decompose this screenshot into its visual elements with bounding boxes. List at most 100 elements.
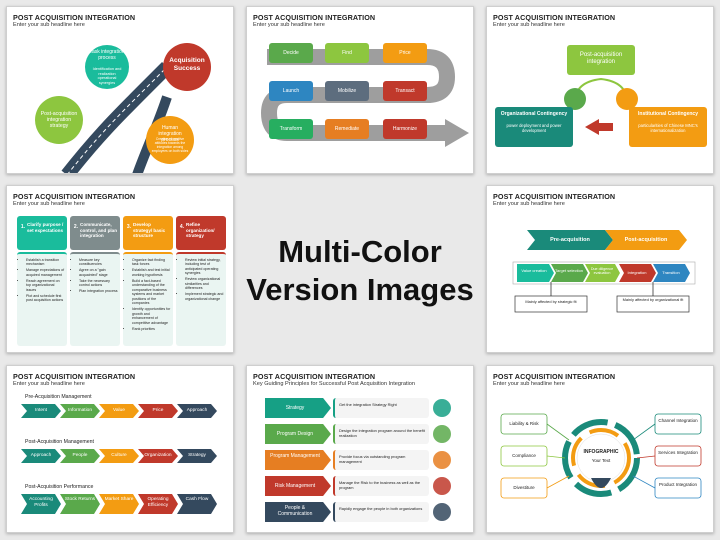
- step-label: Find: [342, 50, 352, 56]
- principle-description-box: Provide focus via outstanding program ma…: [333, 450, 429, 470]
- chevron-row1-3: Price: [138, 404, 178, 418]
- bullet-item: Reach agreement on top organizational is…: [26, 279, 65, 292]
- principle-icon: [433, 399, 451, 417]
- column-body: Review initial strategy, including test …: [176, 252, 226, 346]
- column-body: Organize fact finding task forcesEstabli…: [123, 252, 173, 346]
- bullet-item: Implement strategic and organizational c…: [185, 292, 224, 301]
- slide-subheadline: Enter your sub headline here: [493, 22, 565, 28]
- step-box-transact: Transact: [383, 81, 427, 101]
- chevron-label: People: [72, 453, 88, 458]
- chevron-row2-4: Strategy: [177, 449, 217, 463]
- slide-subheadline: Enter your sub headline here: [493, 381, 565, 387]
- bullet-item: Take the necessary control actions: [79, 279, 118, 288]
- chevron-row3-4: Cash Flow: [177, 494, 217, 514]
- step-box-launch: Launch: [269, 81, 313, 101]
- column-title: Clarify purpose / set expectations: [27, 222, 64, 233]
- slide-thumbnail-2[interactable]: POST ACQUISITION INTEGRATION Enter your …: [246, 6, 474, 174]
- slide-title: POST ACQUISITION INTEGRATION: [493, 192, 616, 201]
- bullet-item: Review organizational similarities and d…: [185, 277, 224, 290]
- road-graphic: [35, 43, 211, 173]
- chevron-label: Organization: [144, 453, 172, 458]
- slide-subheadline: Enter your sub headline here: [253, 22, 325, 28]
- slide-thumbnail-7[interactable]: POST ACQUISITION INTEGRATION Key Guiding…: [246, 365, 474, 533]
- column-bullets: Measure key constituenciesAgree on a "ga…: [74, 258, 118, 295]
- note-organizational-fit: Mainly affected by organizational fit: [622, 297, 684, 302]
- chevron-label: Cash Flow: [185, 497, 209, 502]
- column-header: 3.Develop strategy/ basic structure: [123, 216, 173, 250]
- chevron-label: Intent: [34, 408, 47, 413]
- column-title: Communicate, control, and plan integrati…: [80, 222, 118, 238]
- chevron-row1-4: Approach: [177, 404, 217, 418]
- column-bullets: Establish a transition mechanismManage e…: [21, 258, 65, 304]
- column-body: Measure key constituenciesAgree on a "ga…: [70, 252, 120, 346]
- step-value-creation: Value creation: [521, 268, 547, 273]
- slide-subheadline: Enter your sub headline here: [13, 201, 85, 207]
- chevron-label: Culture: [111, 453, 127, 458]
- slide-thumbnail-1[interactable]: POST ACQUISITION INTEGRATION Enter your …: [6, 6, 234, 174]
- contingency-diagram: [495, 45, 707, 147]
- column-title: Develop strategy/ basic structure: [133, 222, 166, 238]
- chevron-row2-3: Organization: [138, 449, 178, 463]
- principle-label-box: Program Design: [265, 424, 331, 444]
- slide-thumbnail-5[interactable]: POST ACQUISITION INTEGRATION Enter your …: [486, 185, 714, 353]
- chevron-label: Price: [152, 408, 164, 413]
- bullet-item: Build a fact-based understanding of the …: [132, 279, 171, 306]
- chevron-label: Approach: [30, 453, 52, 458]
- step-box-remediate: Remediate: [325, 119, 369, 139]
- chevron-row3-2: Market Share: [99, 494, 139, 514]
- bullet-item: Manage expectations of acquired manageme…: [26, 268, 65, 277]
- principle-label: People & Communication: [277, 505, 313, 517]
- chevron-row1-2: Value: [99, 404, 139, 418]
- human-integration-label: Human integration process: [158, 125, 182, 143]
- principle-icon: [433, 425, 451, 443]
- slide-subheadline: Enter your sub headline here: [13, 22, 85, 28]
- principle-label: Risk Management: [274, 483, 316, 489]
- principle-icon: [433, 477, 451, 495]
- principle-icon: [433, 451, 451, 469]
- column-number: 1.: [20, 224, 26, 230]
- step-box-harmonize: Harmonize: [383, 119, 427, 139]
- slide-title: POST ACQUISITION INTEGRATION: [493, 13, 616, 22]
- principle-icon: [433, 503, 451, 521]
- bullet-item: Measure key constituencies: [79, 258, 118, 267]
- step-label: Mobilize: [337, 88, 357, 94]
- bullet-item: Organize fact finding task forces: [132, 258, 171, 267]
- chevron-label: Market Share: [104, 497, 134, 502]
- section-pre-acquisition: Pre-Acquisition Management: [25, 394, 92, 400]
- step-box-transform: Transform: [269, 119, 313, 139]
- bullet-item: Plot and schedule first post acquisition…: [26, 294, 65, 303]
- step-label: Transform: [279, 126, 303, 132]
- chevron-label: Stock Returns: [64, 497, 96, 502]
- chevron-row2-0: Approach: [21, 449, 61, 463]
- slide-thumbnail-8[interactable]: POST ACQUISITION INTEGRATION Enter your …: [486, 365, 714, 533]
- divestiture-label: Divestiture: [513, 485, 535, 490]
- bullet-item: Plan integration process: [79, 289, 118, 293]
- chevron-label: Strategy: [188, 453, 206, 458]
- slide-title: POST ACQUISITION INTEGRATION: [13, 372, 136, 381]
- step-label: Transact: [395, 88, 415, 94]
- column-number: 3.: [126, 224, 132, 230]
- step-box-decide: Decide: [269, 43, 313, 63]
- chevron-label: Value: [113, 408, 125, 413]
- institutional-contingency-sub: particularities of Chinese MNC's interna…: [638, 123, 698, 134]
- step-box-mobilize: Mobilize: [325, 81, 369, 101]
- bullet-item: Agree on a "gain acquainted" stage: [79, 268, 118, 277]
- principle-description-box: Manage the Risk to the business as well …: [333, 476, 429, 496]
- column-bullets: Review initial strategy, including test …: [180, 258, 224, 303]
- principle-description-box: Rapidly engage the people in both organi…: [333, 502, 429, 522]
- slide-thumbnail-6[interactable]: POST ACQUISITION INTEGRATION Enter your …: [6, 365, 234, 533]
- post-acquisition-label: Post-acquisition: [624, 237, 668, 243]
- step-label: Remediate: [334, 126, 360, 132]
- slide-thumbnail-3[interactable]: POST ACQUISITION INTEGRATION Enter your …: [486, 6, 714, 174]
- principle-description: Provide focus via outstanding program ma…: [339, 454, 406, 464]
- chevron-label: Information: [68, 408, 92, 413]
- liability-risk-label: Liability & Risk: [509, 421, 539, 426]
- principle-description: Manage the Risk to the business as well …: [339, 480, 421, 490]
- column-body: Establish a transition mechanismManage e…: [17, 252, 67, 346]
- step-label: Price: [399, 50, 411, 56]
- column-title: Refine organization/ strategy: [186, 222, 215, 238]
- slide-subheadline: Enter your sub headline here: [13, 381, 85, 387]
- step-label: Decide: [283, 50, 299, 56]
- slide-thumbnail-4[interactable]: POST ACQUISITION INTEGRATION Enter your …: [6, 185, 234, 353]
- chevron-row3-3: Operating Efficiency: [138, 494, 178, 514]
